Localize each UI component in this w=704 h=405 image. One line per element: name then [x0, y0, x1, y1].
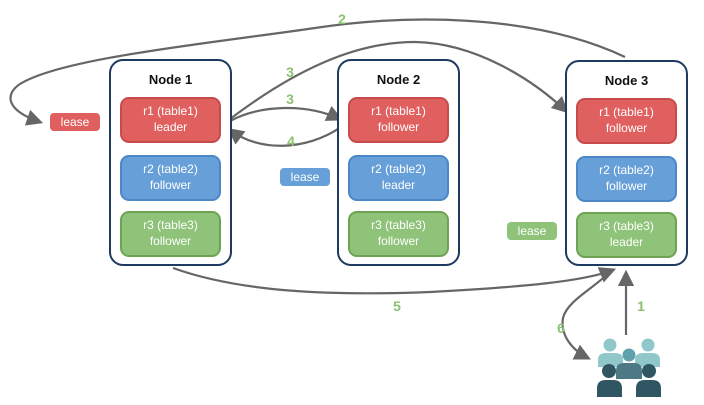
step-label-1: 1	[637, 298, 645, 314]
node-2-replica-r2: r2 (table2) leader	[348, 155, 449, 201]
replica-role: leader	[381, 178, 416, 192]
replica-role: follower	[377, 120, 420, 134]
node-3-box: Node 3 r1 (table1) follower r2 (table2) …	[565, 60, 688, 266]
lease-badge-r1: lease	[48, 111, 102, 133]
lease-badge-r2: lease	[278, 166, 332, 188]
replica-role: follower	[605, 121, 648, 135]
node-2-title: Node 2	[376, 72, 421, 87]
replica-name: r1 (table1)	[599, 105, 654, 120]
replica-name: r3 (table3)	[143, 218, 198, 233]
replica-role: follower	[605, 179, 648, 193]
step-label-5: 5	[393, 298, 401, 314]
users-group-icon	[597, 338, 661, 397]
node-3-title: Node 3	[604, 73, 649, 88]
node-3-replica-r2: r2 (table2) follower	[576, 156, 677, 202]
step-label-6: 6	[557, 320, 565, 336]
node-2-box: Node 2 r1 (table1) follower r2 (table2) …	[337, 59, 460, 266]
step-label-3b: 3	[286, 91, 294, 107]
replica-role: leader	[609, 235, 644, 249]
node-3-replica-r3: r3 (table3) leader	[576, 212, 677, 258]
step-4-arrow	[227, 126, 342, 147]
node-1-replica-r3: r3 (table3) follower	[120, 211, 221, 257]
replica-role: leader	[153, 120, 188, 134]
step-2-arrow	[9, 18, 626, 126]
node-3-replica-r1: r1 (table1) follower	[576, 98, 677, 144]
replica-role: follower	[149, 178, 192, 192]
replica-name: r2 (table2)	[371, 162, 426, 177]
replica-name: r1 (table1)	[143, 104, 198, 119]
replica-role: follower	[377, 234, 420, 248]
replica-name: r2 (table2)	[599, 163, 654, 178]
replica-name: r3 (table3)	[599, 219, 654, 234]
step-label-2: 2	[338, 11, 346, 27]
step-3-arrow-to-node2	[229, 105, 343, 122]
lease-badge-r3: lease	[505, 220, 559, 242]
step-5-arrow	[172, 266, 617, 295]
step-label-4: 4	[287, 133, 295, 149]
node-1-box: Node 1 r1 (table1) leader r2 (table2) fo…	[109, 59, 232, 266]
node-2-replica-r1: r1 (table1) follower	[348, 97, 449, 143]
replica-name: r1 (table1)	[371, 104, 426, 119]
replica-name: r2 (table2)	[143, 162, 198, 177]
node-1-replica-r2: r2 (table2) follower	[120, 155, 221, 201]
node-1-replica-r1: r1 (table1) leader	[120, 97, 221, 143]
replica-name: r3 (table3)	[371, 218, 426, 233]
node-1-title: Node 1	[148, 72, 193, 87]
step-label-3a: 3	[286, 64, 294, 80]
replica-role: follower	[149, 234, 192, 248]
node-2-replica-r3: r3 (table3) follower	[348, 211, 449, 257]
